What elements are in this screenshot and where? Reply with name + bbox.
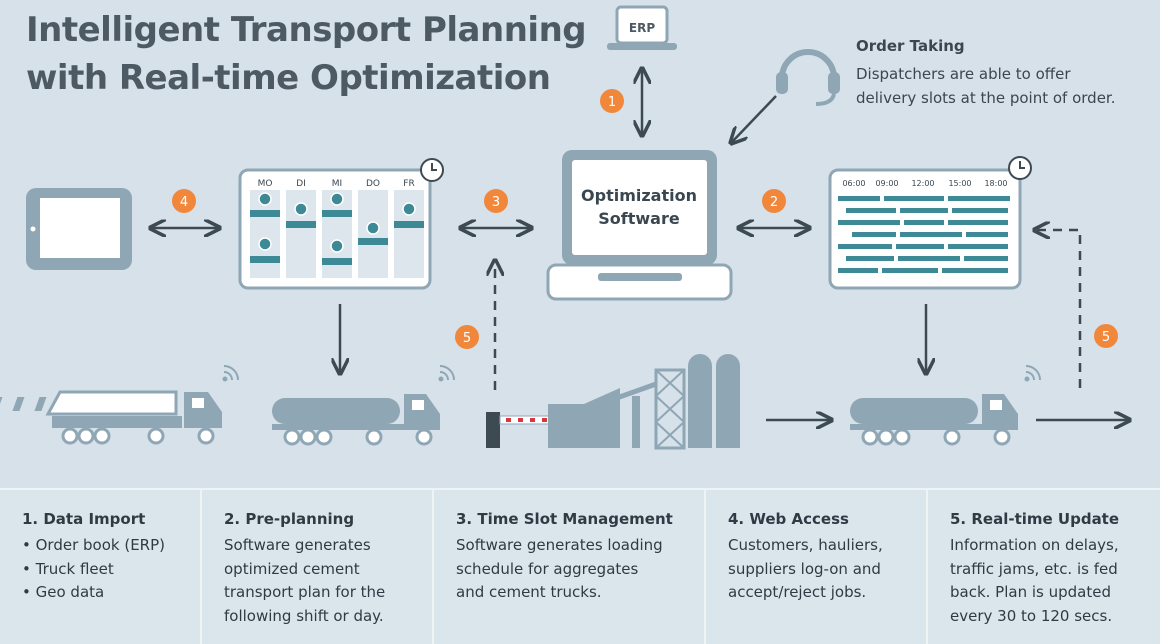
badge-5-right: 5 [1094, 324, 1118, 348]
optimization-laptop-icon: Optimization Software [546, 150, 733, 301]
dump-truck-icon [0, 390, 222, 445]
step-title: 4. Web Access [728, 510, 849, 528]
order-taking-title: Order Taking [856, 37, 965, 55]
flow-arrows [152, 70, 1128, 420]
erp-label: ERP [629, 21, 655, 35]
step-line: Software generates [224, 536, 371, 554]
step-line: Customers, hauliers, [728, 536, 883, 554]
step-line: and cement trucks. [456, 583, 602, 601]
flow-diagram: ERP MO DI [0, 5, 1160, 450]
svg-text:4: 4 [180, 195, 188, 210]
planner-days: MO DI MI DO FR [258, 179, 415, 189]
step-title: 2. Pre-planning [224, 510, 355, 528]
day-label: FR [403, 179, 414, 189]
svg-text:3: 3 [492, 195, 500, 210]
step-title: 5. Real-time Update [950, 510, 1120, 528]
schedule-times: 06:00 09:00 12:00 15:00 18:00 [842, 179, 1007, 188]
day-label: DI [296, 179, 306, 189]
step-data-import: 1. Data Import Order book (ERP) Truck fl… [0, 490, 202, 644]
svg-text:5: 5 [1102, 330, 1110, 345]
time-label: 18:00 [984, 179, 1007, 188]
steps-panel: 1. Data Import Order book (ERP) Truck fl… [0, 488, 1160, 644]
step-line: Software generates loading [456, 536, 663, 554]
step-line: suppliers log-on and [728, 559, 881, 578]
step-line: every 30 to 120 secs. [950, 606, 1113, 625]
step-title: 3. Time Slot Management [456, 510, 673, 528]
cement-truck-icon [272, 394, 440, 446]
step-bullets: Order book (ERP) Truck fleet Geo data [22, 534, 200, 605]
page-title: Intelligent Transport Planning with Real… [26, 10, 587, 98]
badge-3: 3 [484, 189, 508, 213]
badge-1: 1 [600, 89, 624, 113]
badge-2: 2 [762, 189, 786, 213]
wifi-icon [222, 365, 239, 382]
step-badges: 1 2 3 4 5 5 [172, 89, 1118, 349]
cement-truck-icon [850, 394, 1018, 446]
software-label-line1: Optimization [581, 186, 697, 205]
step-line: schedule for aggregates [456, 559, 639, 578]
list-item: Order book (ERP) [22, 534, 200, 558]
wifi-icon [1024, 365, 1041, 382]
step-title: 1. Data Import [22, 510, 146, 528]
cement-plant-icon [548, 354, 740, 450]
step-line: Information on delays, [950, 536, 1119, 554]
badge-4: 4 [172, 189, 196, 213]
step-web-access: 4. Web Access Customers, hauliers, suppl… [706, 490, 928, 644]
headset-icon [776, 49, 840, 106]
step-line: accept/reject jobs. [728, 583, 867, 601]
clock-icon [420, 158, 444, 182]
weekly-planner-icon: MO DI MI DO FR [238, 158, 444, 290]
svg-text:2: 2 [770, 195, 778, 210]
svg-text:1: 1 [608, 95, 616, 110]
erp-laptop-icon: ERP [607, 5, 677, 50]
step-line: optimized cement [224, 559, 360, 578]
planner-slots [250, 210, 424, 265]
tablet-icon [26, 188, 132, 270]
step-time-slot-management: 3. Time Slot Management Software generat… [434, 490, 706, 644]
time-label: 12:00 [911, 179, 934, 188]
day-label: MO [258, 179, 273, 189]
step-line: back. Plan is updated [950, 583, 1111, 601]
step-line: transport plan for the [224, 583, 386, 601]
schedule-bars [838, 196, 1010, 273]
wifi-icon [438, 365, 455, 382]
arrow-realtime-update-right [1036, 230, 1082, 388]
time-label: 09:00 [875, 179, 898, 188]
list-item: Truck fleet [22, 558, 200, 582]
diagram-area: Intelligent Transport Planning with Real… [0, 5, 1160, 450]
day-label: MI [332, 179, 342, 189]
badge-5-left: 5 [455, 325, 479, 349]
software-label-line2: Software [598, 209, 680, 228]
order-taking-text: Dispatchers are able to offer delivery s… [856, 65, 1116, 107]
map-pin-icons [258, 192, 416, 253]
clock-icon [1008, 156, 1032, 180]
svg-text:5: 5 [463, 331, 471, 346]
time-label: 15:00 [948, 179, 971, 188]
time-label: 06:00 [842, 179, 865, 188]
step-real-time-update: 5. Real-time Update Information on delay… [928, 490, 1160, 644]
list-item: Geo data [22, 581, 200, 605]
step-line: following shift or day. [224, 606, 384, 625]
day-label: DO [366, 179, 380, 189]
arrow-order-taking [732, 95, 777, 142]
loading-schedule-icon: 06:00 09:00 12:00 15:00 18:00 [828, 156, 1032, 290]
step-line: traffic jams, etc. is fed [950, 559, 1118, 578]
step-pre-planning: 2. Pre-planning Software generates optim… [202, 490, 434, 644]
